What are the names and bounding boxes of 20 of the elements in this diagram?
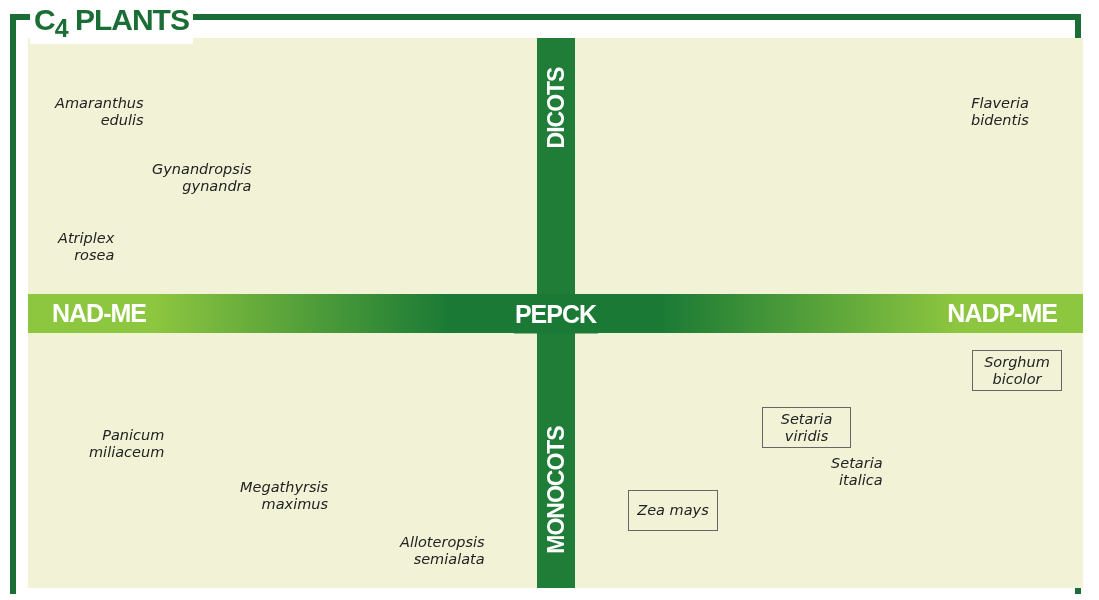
bar-label: NADP-ME <box>947 299 1057 328</box>
bar-label: NAD-ME <box>52 299 146 328</box>
species-name: Flaveria bidentis <box>971 95 1029 129</box>
bar-label: MONOCOTS <box>542 426 570 554</box>
species-name: Zea mays <box>637 502 709 519</box>
species-name: Gynandropsis gynandra <box>152 161 252 195</box>
species-name: Alloteropsis semialata <box>400 534 485 568</box>
species-name: Amaranthus edulis <box>55 95 144 129</box>
species-name: Atriplex rosea <box>58 230 115 264</box>
species-box <box>972 350 1062 391</box>
species-name: Setaria viridis <box>779 410 834 445</box>
species-box <box>762 407 851 448</box>
horizontal-bar <box>28 294 1083 333</box>
species-name: Panicum miliaceum <box>89 427 165 461</box>
species-name: Sorghum bicolor <box>983 353 1051 388</box>
species-name: Megathyrsis maximus <box>240 479 329 513</box>
bar-label: PEPCK <box>514 299 597 328</box>
bar-label: DICOTS <box>542 67 570 149</box>
species-box <box>628 490 718 531</box>
species-name: Setaria italica <box>831 455 883 489</box>
